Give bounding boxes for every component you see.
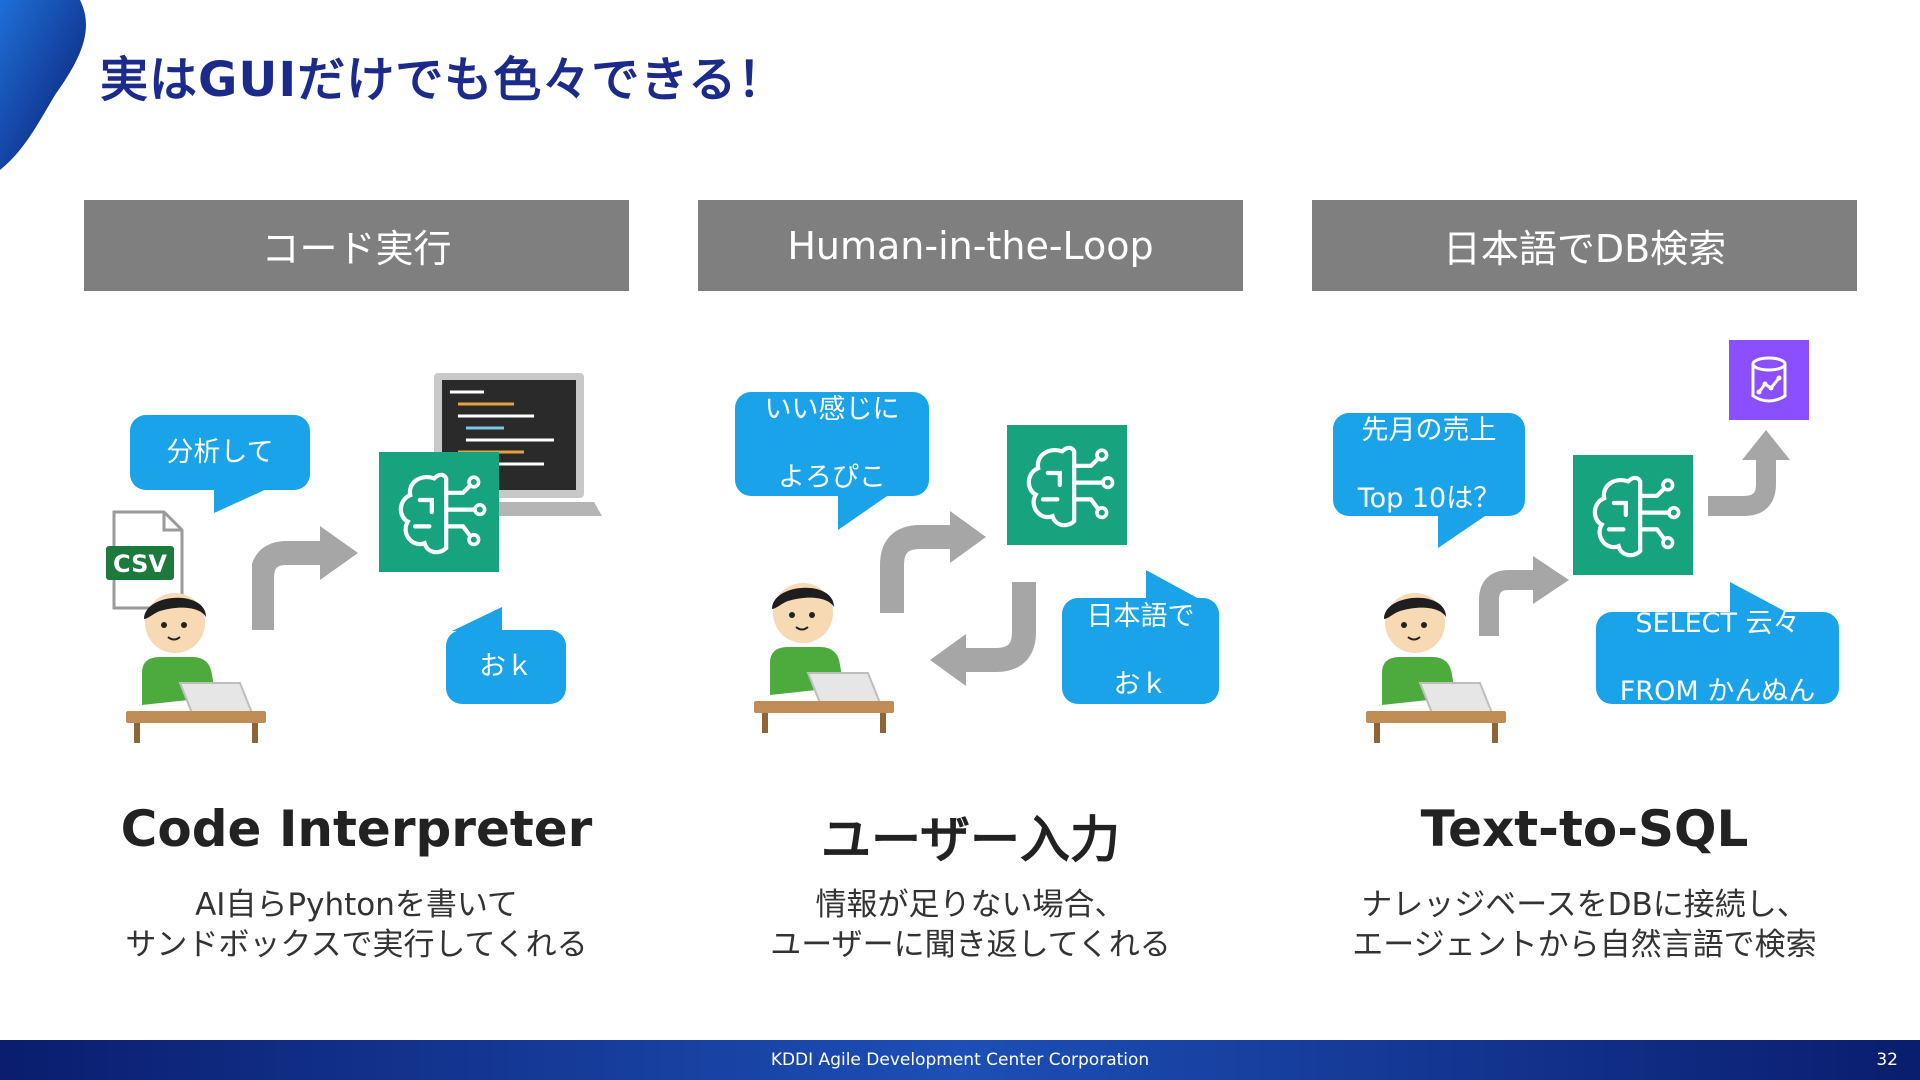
bubble-ai-text: SELECT 云々	[1635, 608, 1800, 639]
feature-description: 情報が足りない場合、 ユーザーに聞き返してくれる	[698, 885, 1243, 965]
bubble-user-text: Top 10は？	[1357, 482, 1501, 514]
bubble-tail	[838, 494, 890, 530]
header-code-execution: コード実行	[84, 200, 629, 291]
column-text-to-sql: 日本語でDB検索 先月の売上 Top 10は？	[1312, 0, 1857, 1040]
feature-description: ナレッジベースをDBに接続し、 エージェントから自然言語で検索	[1312, 885, 1857, 965]
feature-description: AI自らPyhtonを書いて サンドボックスで実行してくれる	[84, 885, 629, 965]
brain-circuit-icon	[1592, 475, 1681, 558]
bubble-user-request: いい感じに よろぴこ	[735, 392, 929, 496]
brain-circuit-icon	[1026, 445, 1115, 528]
person-at-laptop-icon	[754, 583, 894, 733]
footer-bar: KDDI Agile Development Center Corporatio…	[0, 1040, 1920, 1080]
bubble-ai-reply: SELECT 云々 FROM かんぬん	[1596, 608, 1839, 707]
bubble-ai-text: おｋ	[1113, 669, 1168, 700]
bubble-user-request: 先月の売上 Top 10は？	[1333, 413, 1525, 516]
header-db-search: 日本語でDB検索	[1312, 200, 1857, 291]
csv-label: CSV	[113, 550, 167, 578]
slide-title: 実はGUIだけでも色々できる！	[100, 52, 787, 108]
brain-circuit-icon	[398, 472, 487, 555]
description-line: ナレッジベースをDBに接続し、	[1361, 887, 1808, 923]
bubble-user-request: 分析して	[130, 415, 310, 490]
csv-file-icon: CSV	[106, 510, 184, 610]
column-code-interpreter: コード実行 分析して CSV	[84, 0, 629, 1040]
ai-agent-box	[1573, 455, 1693, 575]
bubble-user-text: よろぴこ	[778, 462, 886, 493]
database-icon	[1751, 356, 1787, 403]
flow-arrow-icon	[1479, 556, 1569, 636]
bubble-tail	[214, 488, 269, 513]
page-number: 32	[1876, 1050, 1898, 1070]
header-human-in-the-loop: Human-in-the-Loop	[698, 200, 1243, 291]
bubble-ai-reply: 日本語で おｋ	[1062, 598, 1219, 704]
feature-title: ユーザー入力	[821, 811, 1120, 869]
description-line: 情報が足りない場合、	[815, 887, 1126, 923]
ai-agent-box	[1007, 425, 1127, 545]
description-line: サンドボックスで実行してくれる	[125, 927, 588, 963]
bubble-ai-text: FROM かんぬん	[1619, 676, 1816, 707]
bubble-tail	[1438, 514, 1488, 548]
bubble-tail	[1730, 582, 1790, 614]
bubble-tail	[452, 607, 502, 631]
bubble-ai-text: おｋ	[479, 651, 533, 682]
bubble-ai-text: 日本語で	[1086, 601, 1195, 632]
flow-arrow-icon	[1708, 430, 1790, 516]
loop-arrow-down-icon	[930, 582, 1036, 686]
bubble-user-text: 分析して	[166, 436, 274, 468]
bubble-tail	[1146, 570, 1201, 600]
person-at-laptop-icon	[1366, 593, 1506, 743]
feature-title: Text-to-SQL	[1420, 800, 1749, 858]
description-line: AI自らPyhtonを書いて	[195, 887, 518, 923]
description-line: ユーザーに聞き返してくれる	[770, 927, 1171, 963]
bubble-ai-reply: おｋ	[446, 630, 566, 704]
footer-company: KDDI Agile Development Center Corporatio…	[770, 1050, 1150, 1070]
loop-arrow-up-icon	[880, 511, 986, 613]
column-human-in-the-loop: Human-in-the-Loop いい感じに よろぴこ	[698, 0, 1243, 1040]
description-line: エージェントから自然言語で検索	[1352, 927, 1817, 963]
person-at-laptop-icon	[126, 593, 266, 743]
flow-arrow-icon	[252, 526, 358, 630]
corner-decoration	[0, 0, 86, 170]
bubble-user-text: 先月の売上	[1361, 414, 1497, 446]
feature-title: Code Interpreter	[120, 800, 593, 858]
ai-agent-box	[379, 452, 499, 572]
database-box	[1729, 340, 1809, 420]
bubble-user-text: いい感じに	[764, 394, 900, 425]
